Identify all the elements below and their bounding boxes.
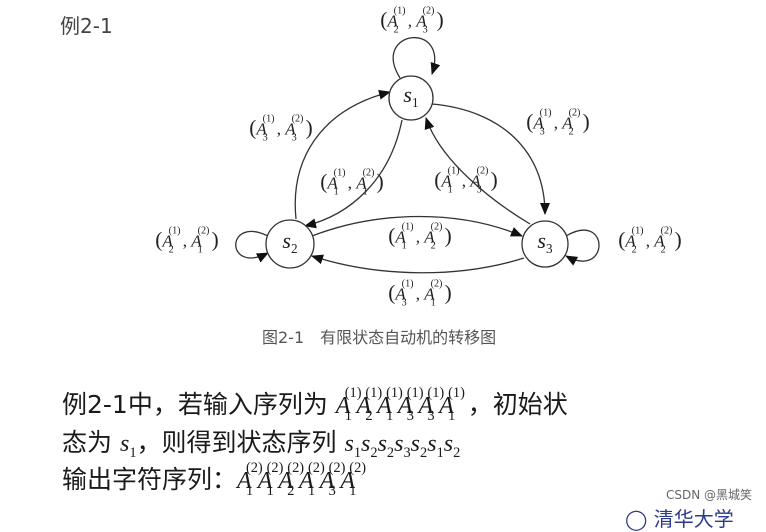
output-symbol: A(2)3	[416, 5, 435, 36]
state-transition-diagram	[235, 37, 600, 274]
edge-s1-s1	[392, 37, 441, 79]
edge-label-s3-s1: (A(1)1, A(2)3)	[434, 165, 498, 196]
figure-caption: 图2-1 有限状态自动机的转移图	[262, 328, 497, 347]
state-symbol: s1	[344, 431, 362, 461]
output-symbol: A(2)1	[424, 278, 443, 309]
edge-s1-s3	[431, 103, 550, 215]
input-symbol: A(1)2	[387, 5, 406, 36]
edge-s2-s1	[294, 89, 391, 220]
node-label-s2: s2	[282, 227, 298, 257]
line3-prefix: 输出字符序列：	[62, 465, 238, 494]
edge-s1-s2	[304, 119, 403, 229]
output-symbol: A(2)1	[299, 460, 325, 500]
line1-prefix: 例2-1中，若输入序列为	[62, 390, 328, 419]
state-symbol: s3	[394, 431, 411, 461]
text-line-2: 态为 s1，则得到状态序列 s1s2s2s3s2s1s2	[62, 423, 460, 462]
input-symbol: A(1)3	[533, 107, 552, 138]
input-symbol: A(1)3	[256, 113, 275, 144]
edge-label-s2-s3: (A(1)1, A(2)2)	[388, 221, 452, 252]
state-symbol: s1	[427, 431, 444, 461]
input-symbol: A(1)1	[439, 385, 465, 425]
node-label-s3: s3	[537, 227, 553, 257]
input-symbol: A(1)2	[162, 225, 181, 256]
edge-s3-s3	[565, 229, 600, 266]
state-symbol: s2	[377, 431, 395, 461]
line2-mid: ，则得到状态序列	[136, 428, 337, 457]
output-symbol: A(2)2	[278, 460, 305, 500]
initial-state: s1	[120, 431, 137, 461]
output-symbol: A(2)2	[562, 107, 581, 138]
edge-label-s1-s2: (A(1)1, A(2)1)	[320, 167, 384, 198]
input-symbol: A(1)2	[356, 385, 383, 425]
output-symbol: A(2)1	[340, 460, 367, 500]
state-symbol: s2	[361, 431, 378, 461]
state-sequence: s1s2s2s3s2s1s2	[344, 431, 460, 461]
output-symbol: A(2)3	[470, 165, 489, 196]
output-symbol: A(2)3	[285, 113, 304, 144]
edge-label-s3-s3: (A(1)2, A(2)2)	[618, 225, 682, 256]
input-symbol: A(1)1	[327, 167, 346, 198]
university-logo-partial: ◯ 清华大学	[625, 507, 734, 531]
edge-s2-s3	[311, 215, 523, 237]
edge-label-s2-s1: (A(1)3, A(2)3)	[249, 113, 313, 144]
line1-suffix: ，初始状	[467, 390, 568, 419]
initial-state-symbol: s1	[119, 431, 137, 461]
input-symbol: A(1)1	[377, 385, 403, 425]
output-symbol: A(2)1	[257, 460, 284, 500]
input-symbol: A(1)3	[397, 385, 424, 425]
slide-title: 例2-1	[60, 14, 113, 38]
input-symbol: A(1)3	[418, 385, 445, 425]
edge-label-s3-s2: (A(1)3, A(2)1)	[388, 278, 452, 309]
watermark: CSDN @黑城笑	[665, 488, 752, 502]
edge-label-s2-s2: (A(1)2, A(2)1)	[155, 225, 219, 256]
input-symbol: A(1)1	[441, 165, 460, 196]
input-symbol: A(1)3	[395, 278, 414, 309]
edge-s2-s2	[235, 230, 269, 263]
state-node-s2	[265, 219, 315, 269]
edge-label-s1-s3: (A(1)3, A(2)2)	[526, 107, 590, 138]
input-symbol: A(1)2	[625, 225, 644, 256]
output-symbol: A(2)2	[654, 225, 673, 256]
state-symbol: s2	[443, 431, 461, 461]
input-symbol: A(1)1	[335, 385, 362, 425]
state-node-s1	[388, 75, 434, 121]
output-symbol: A(2)2	[424, 221, 443, 252]
output-symbol: A(2)1	[356, 167, 375, 198]
edge-s3-s2	[311, 254, 525, 274]
edge-s3-s1	[424, 117, 531, 225]
state-node-s3	[521, 220, 569, 268]
output-symbol: A(2)3	[319, 460, 346, 500]
node-label-s1: s1	[403, 81, 419, 111]
edge-label-s1-s1: (A(1)2, A(2)3)	[380, 5, 444, 36]
logo-text: 清华大学	[653, 507, 734, 531]
output-symbol: A(2)1	[237, 460, 263, 500]
input-symbol: A(1)1	[395, 221, 414, 252]
output-symbol: A(2)1	[191, 225, 210, 256]
line2-prefix: 态为	[62, 428, 113, 457]
state-symbol: s2	[410, 431, 428, 461]
